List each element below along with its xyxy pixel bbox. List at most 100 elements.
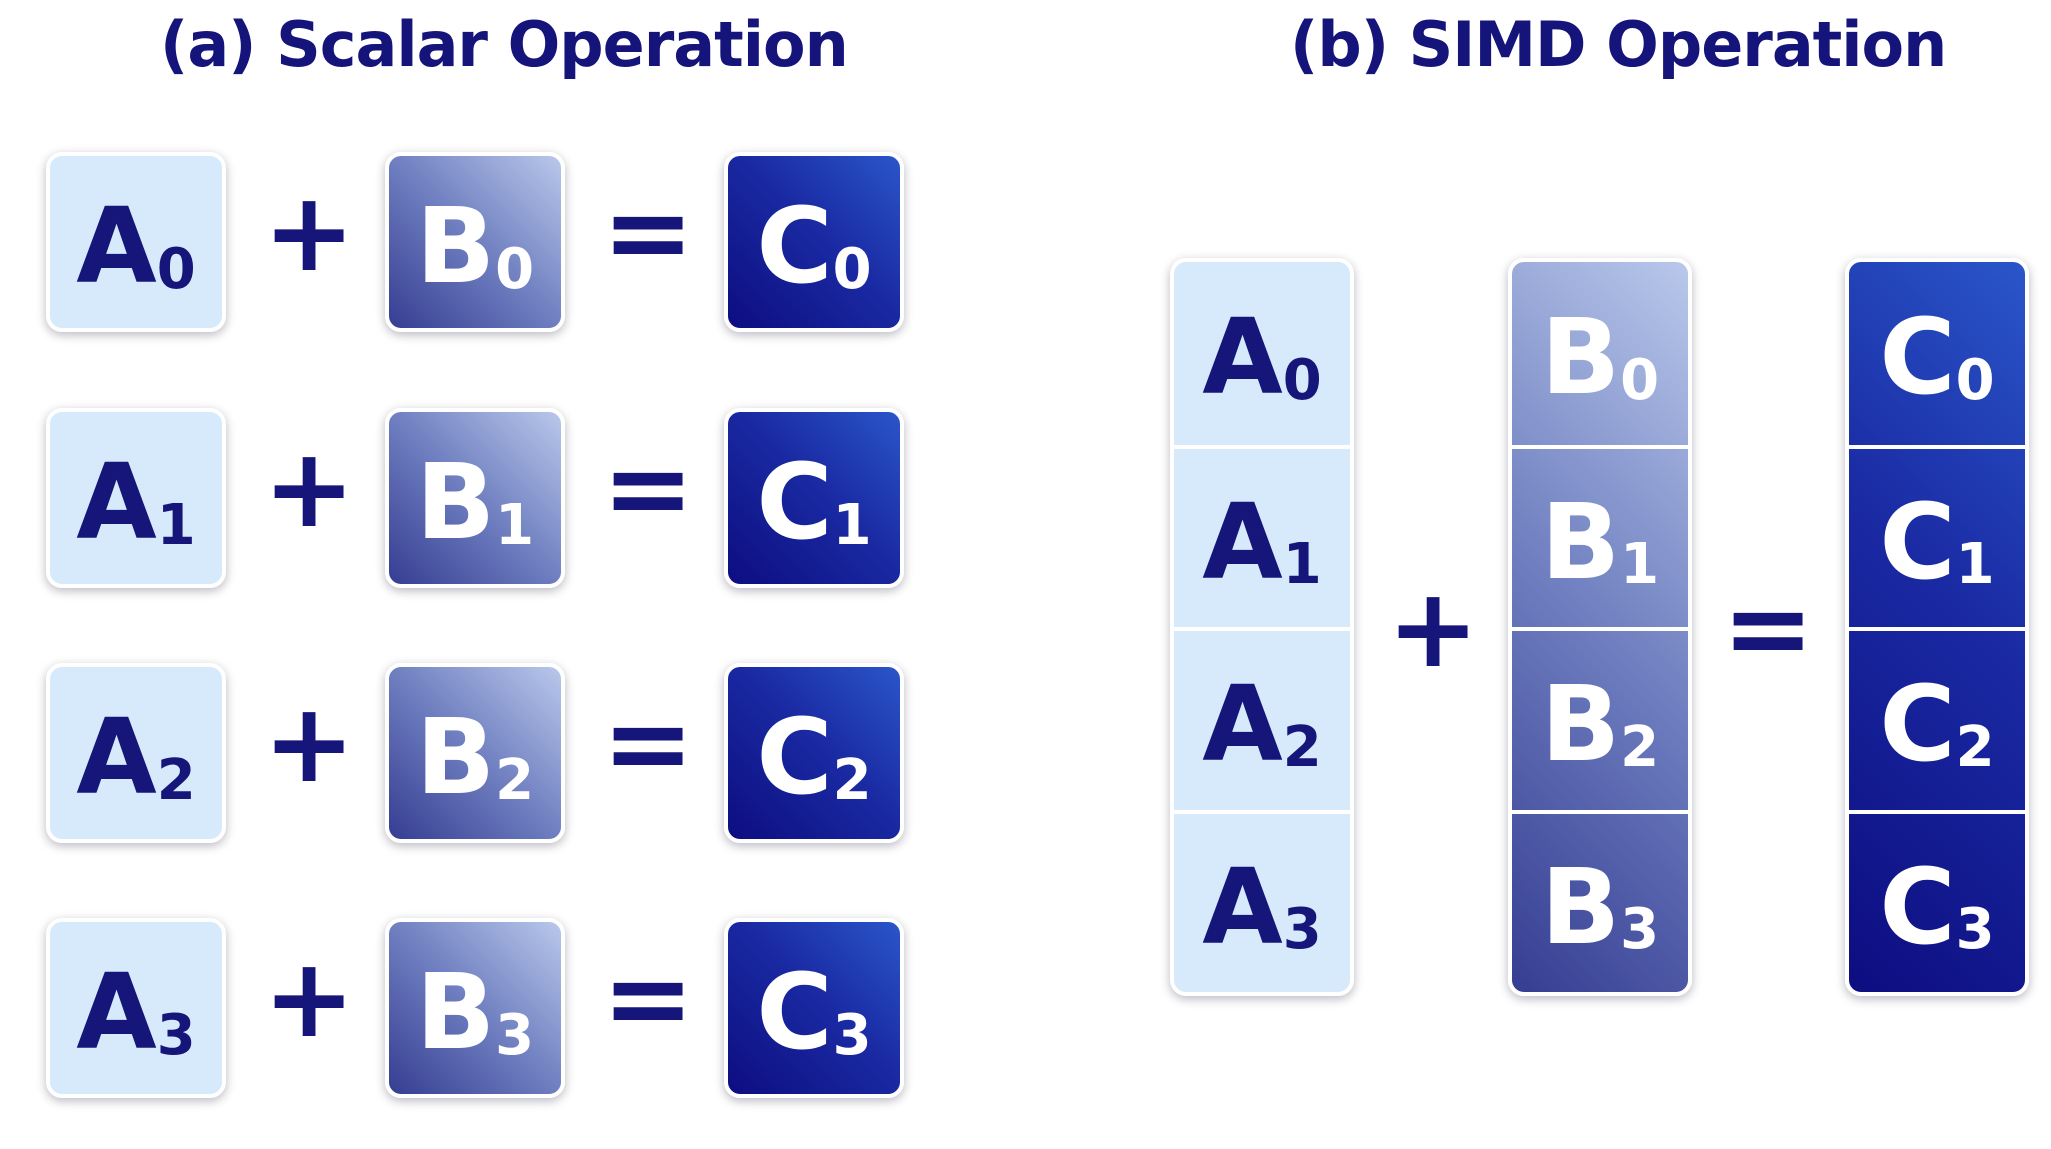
- scalar-c-box-label: C1: [756, 450, 871, 554]
- simd-b-element: B3: [1512, 809, 1688, 993]
- operand-index: 2: [156, 747, 196, 813]
- equals-sign: =: [602, 679, 695, 807]
- operand-index: 3: [156, 1002, 196, 1068]
- equals-sign: =: [602, 424, 695, 552]
- simd-c-element-label: C1: [1879, 490, 1994, 594]
- scalar-b-box-label: B1: [416, 450, 534, 554]
- scalar-b-box: B3: [385, 918, 565, 1098]
- operand-index: 1: [1955, 532, 1995, 598]
- operand-letter: B: [1540, 663, 1620, 786]
- operand-letter: C: [756, 696, 832, 819]
- plus-sign: +: [263, 168, 356, 296]
- operand-index: 0: [832, 236, 872, 302]
- simd-b-element: B2: [1512, 627, 1688, 810]
- operand-index: 2: [495, 747, 535, 813]
- operand-letter: A: [76, 951, 156, 1074]
- operand-index: 1: [495, 492, 535, 558]
- operand-index: 3: [1955, 897, 1995, 963]
- operand-index: 1: [1282, 532, 1322, 598]
- operand-index: 0: [1282, 348, 1322, 414]
- plus-sign: +: [263, 934, 356, 1062]
- scalar-c-box-label: C3: [756, 960, 871, 1064]
- operand-letter: A: [1202, 480, 1282, 603]
- operand-letter: A: [1202, 663, 1282, 786]
- operand-index: 2: [832, 747, 872, 813]
- simd-b-element-label: B0: [1541, 305, 1659, 409]
- scalar-b-box: B1: [385, 408, 565, 588]
- simd-b-element: B1: [1512, 444, 1688, 628]
- operand-letter: C: [756, 951, 832, 1074]
- operand-index: 3: [1620, 897, 1660, 963]
- simd-c-element: C3: [1849, 809, 2025, 993]
- operand-letter: C: [1879, 845, 1955, 968]
- simd-c-element: C2: [1849, 627, 2025, 810]
- simd-c-element-label: C2: [1879, 672, 1994, 776]
- operand-index: 0: [1620, 348, 1660, 414]
- operand-index: 0: [495, 236, 535, 302]
- scalar-c-box: C1: [724, 408, 904, 588]
- simd-plus-sign: +: [1387, 564, 1480, 692]
- simd-c-element-label: C3: [1879, 855, 1994, 959]
- operand-index: 2: [1955, 715, 1995, 781]
- scalar-c-box: C3: [724, 918, 904, 1098]
- operand-letter: A: [76, 185, 156, 308]
- simd-equals-sign: =: [1722, 564, 1815, 692]
- simd-a-element-label: A1: [1202, 490, 1321, 594]
- operand-letter: B: [415, 696, 495, 819]
- operand-index: 3: [832, 1002, 872, 1068]
- simd-title: (b) SIMD Operation: [1290, 8, 1947, 81]
- operand-letter: B: [1540, 480, 1620, 603]
- scalar-c-box-label: C2: [756, 705, 871, 809]
- simd-a-element: A1: [1174, 444, 1350, 628]
- simd-a-element: A3: [1174, 809, 1350, 993]
- scalar-a-box: A2: [46, 663, 226, 843]
- operand-letter: B: [1540, 845, 1620, 968]
- scalar-a-box: A3: [46, 918, 226, 1098]
- scalar-c-box: C2: [724, 663, 904, 843]
- operand-index: 0: [1955, 348, 1995, 414]
- operand-letter: B: [1540, 296, 1620, 419]
- scalar-a-box-label: A0: [76, 194, 195, 298]
- simd-a-element: A0: [1174, 262, 1350, 445]
- simd-a-element-label: A0: [1202, 305, 1321, 409]
- scalar-b-box-label: B2: [416, 705, 534, 809]
- operand-index: 2: [1282, 715, 1322, 781]
- operand-letter: C: [1879, 480, 1955, 603]
- simd-b-element-label: B3: [1541, 855, 1659, 959]
- operand-index: 1: [156, 492, 196, 558]
- scalar-a-box-label: A1: [76, 450, 195, 554]
- operand-index: 2: [1620, 715, 1660, 781]
- operand-index: 1: [832, 492, 872, 558]
- scalar-c-box-label: C0: [756, 194, 871, 298]
- simd-a-element-label: A2: [1202, 672, 1321, 776]
- scalar-a-box-label: A2: [76, 705, 195, 809]
- operand-index: 3: [1282, 897, 1322, 963]
- scalar-c-box: C0: [724, 152, 904, 332]
- operand-letter: B: [415, 441, 495, 564]
- operand-index: 3: [495, 1002, 535, 1068]
- scalar-a-box-label: A3: [76, 960, 195, 1064]
- simd-c-element: C0: [1849, 262, 2025, 445]
- simd-a-element: A2: [1174, 627, 1350, 810]
- operand-letter: A: [76, 441, 156, 564]
- equals-sign: =: [602, 168, 695, 296]
- scalar-b-box: B0: [385, 152, 565, 332]
- operand-index: 0: [156, 236, 196, 302]
- simd-a-element-label: A3: [1202, 855, 1321, 959]
- operand-letter: C: [756, 441, 832, 564]
- simd-c-element-label: C0: [1879, 305, 1994, 409]
- scalar-a-box: A1: [46, 408, 226, 588]
- operand-letter: C: [1879, 663, 1955, 786]
- plus-sign: +: [263, 679, 356, 807]
- scalar-b-box-label: B3: [416, 960, 534, 1064]
- simd-b-element: B0: [1512, 262, 1688, 445]
- operand-index: 1: [1620, 532, 1660, 598]
- equals-sign: =: [602, 934, 695, 1062]
- scalar-a-box: A0: [46, 152, 226, 332]
- operand-letter: C: [756, 185, 832, 308]
- operand-letter: A: [1202, 296, 1282, 419]
- simd-c-element: C1: [1849, 444, 2025, 628]
